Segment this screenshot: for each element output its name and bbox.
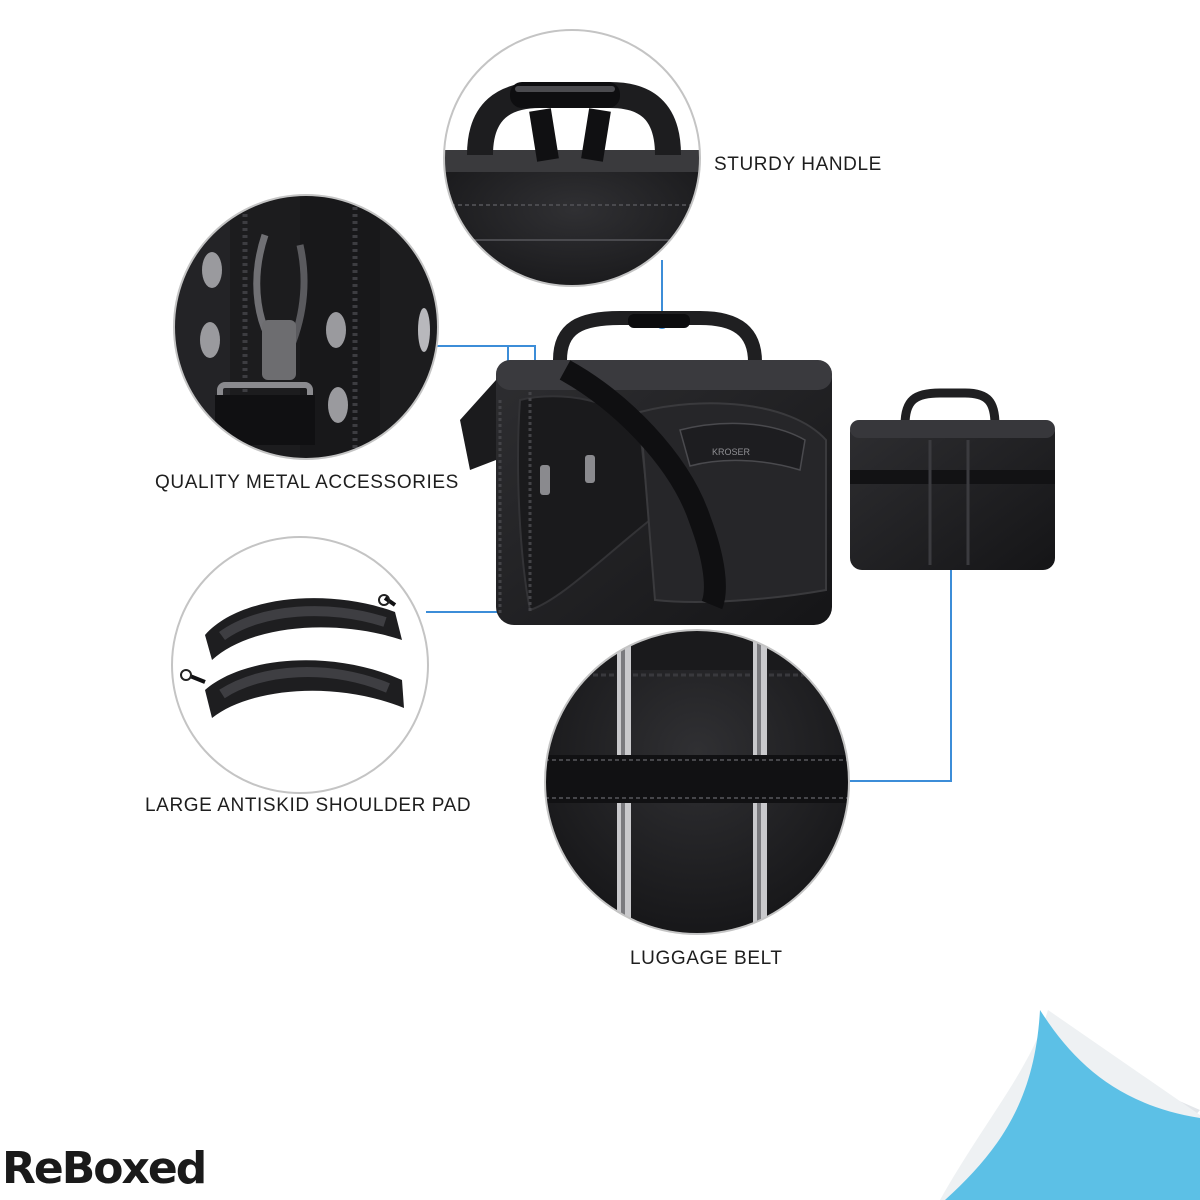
brand-logo: ReBoxed xyxy=(2,1143,207,1194)
detail-circle-handle xyxy=(443,29,701,287)
feature-label-luggage-belt: LUGGAGE BELT xyxy=(630,948,783,969)
detail-circle-belt xyxy=(544,629,850,935)
feature-label-sturdy-handle: STURDY HANDLE xyxy=(714,154,882,175)
detail-circle-pad xyxy=(171,536,429,794)
feature-label-metal-accessories: QUALITY METAL ACCESSORIES xyxy=(155,472,459,493)
feature-label-shoulder-pad: LARGE ANTISKID SHOULDER PAD xyxy=(145,795,472,816)
laptop-bag-main: KROSER xyxy=(460,311,832,625)
callout-line-belt xyxy=(846,478,952,782)
laptop-bag-slim xyxy=(850,388,1055,570)
bag-logo: KROSER xyxy=(712,447,751,457)
corner-accent xyxy=(940,1010,1200,1200)
detail-circle-metal xyxy=(173,194,439,460)
